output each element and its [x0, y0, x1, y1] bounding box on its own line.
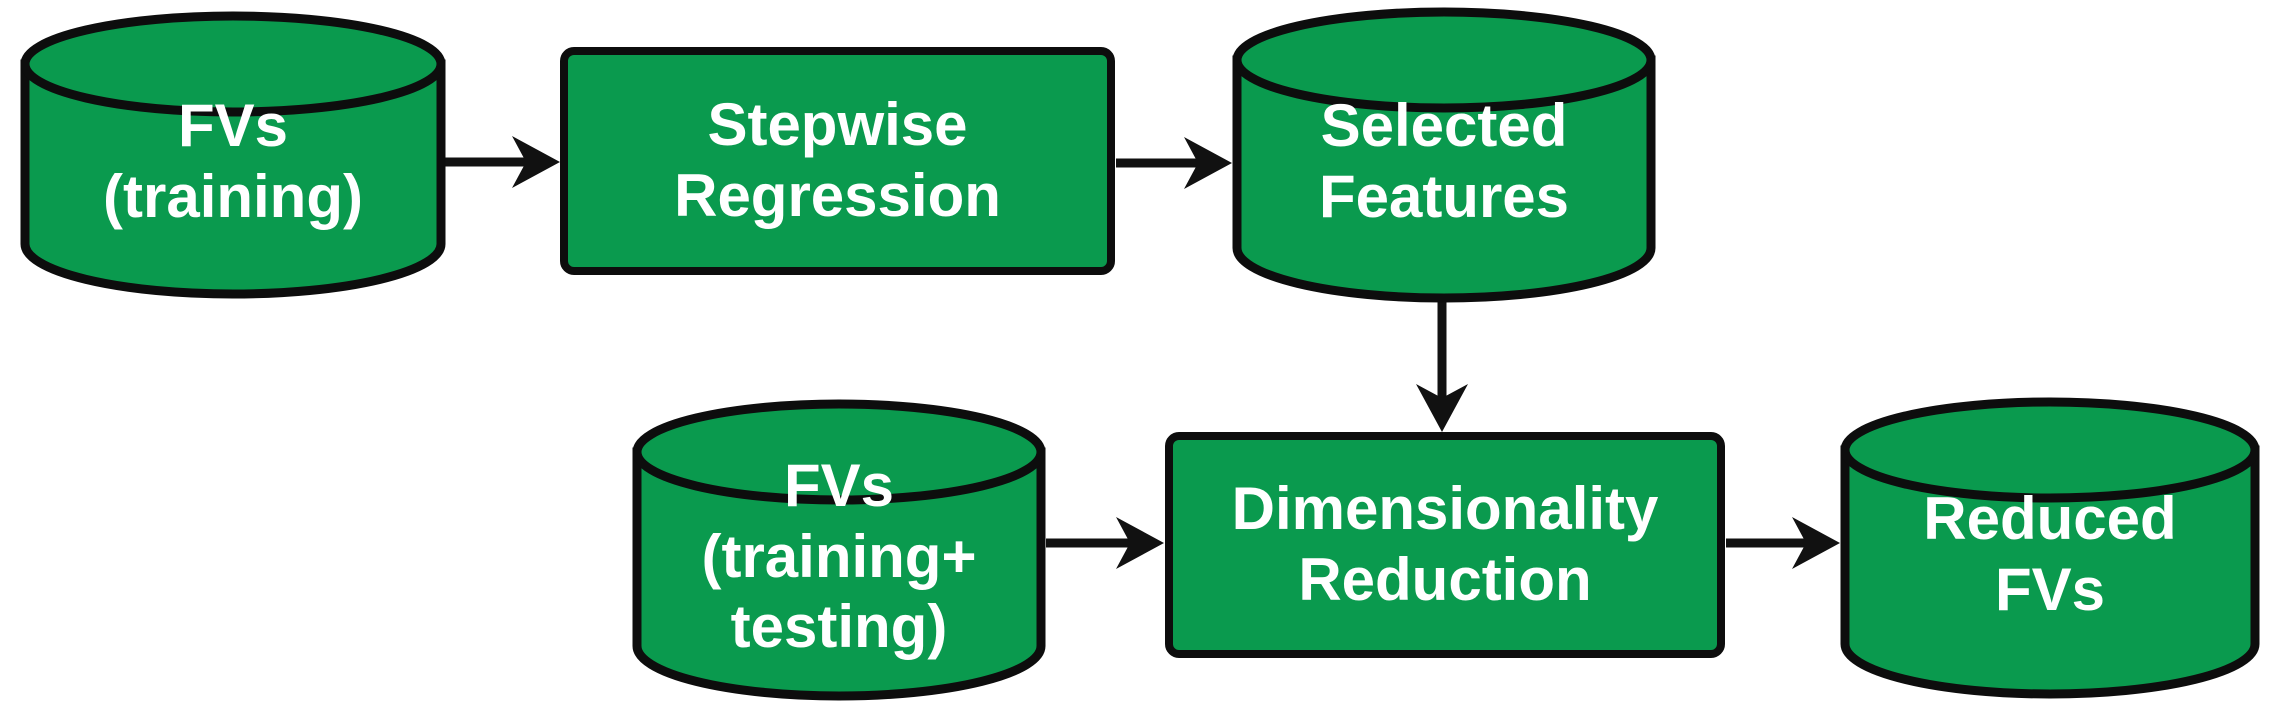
arrow-dimensionality-reduction-to-reduced-fvs-icon	[1726, 517, 1840, 569]
node-fvs-training-testing: FVs (training+ testing)	[632, 398, 1046, 704]
node-label-reduced-fvs: Reduced FVs	[1923, 485, 2177, 623]
node-label-stepwise-regression: Stepwise Regression	[674, 91, 1001, 229]
node-label-selected-features: Selected Features	[1318, 92, 1570, 230]
arrow-fvs-training-to-stepwise-regression-icon	[436, 136, 560, 188]
node-dimensionality-reduction: Dimensionality Reduction	[1165, 432, 1725, 658]
node-label-fvs-training: FVs (training)	[103, 92, 363, 230]
database-cylinder-icon	[632, 399, 1046, 701]
node-fvs-training: FVs (training)	[20, 10, 446, 302]
node-selected-features: Selected Features	[1232, 6, 1656, 306]
node-reduced-fvs: Reduced FVs	[1840, 396, 2260, 702]
arrow-fvs-training-testing-to-dimensionality-reduction-icon	[1046, 517, 1164, 569]
node-label-fvs-training-testing: FVs (training+ testing)	[701, 451, 977, 661]
database-cylinder-icon	[20, 11, 446, 299]
node-label-dimensionality-reduction: Dimensionality Reduction	[1231, 475, 1659, 613]
arrow-selected-features-to-dimensionality-reduction-icon	[1416, 300, 1468, 432]
database-cylinder-icon	[1232, 7, 1656, 303]
arrow-stepwise-regression-to-selected-features-icon	[1116, 137, 1232, 189]
database-cylinder-icon	[1840, 397, 2260, 699]
node-stepwise-regression: Stepwise Regression	[560, 47, 1115, 275]
